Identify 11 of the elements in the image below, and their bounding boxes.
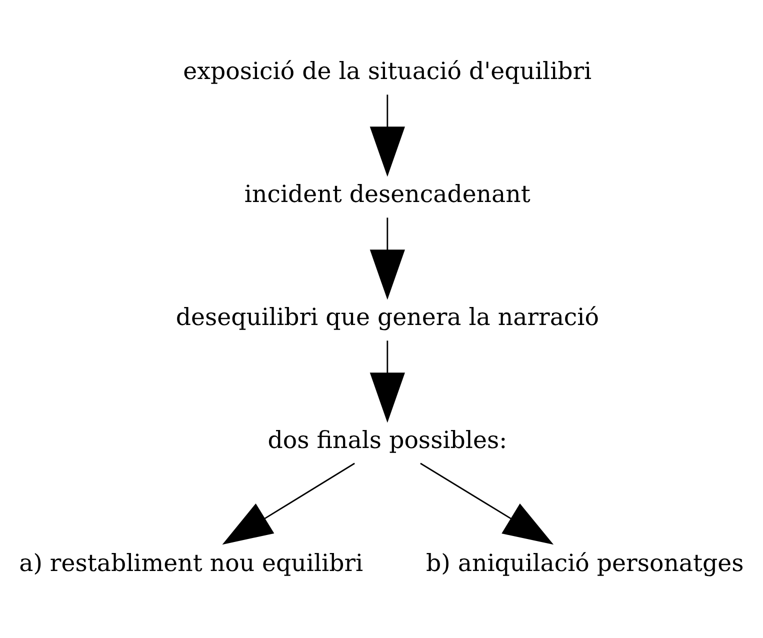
node-text: incident desencadenant <box>244 180 530 208</box>
arrow <box>222 462 355 545</box>
arrow <box>370 340 405 423</box>
node-text: b) aniquilació personatges <box>426 548 744 577</box>
node-text: dos finals possibles: <box>268 426 508 454</box>
arrow <box>370 218 405 300</box>
node-text: exposició de la situació d'equilibri <box>183 56 592 85</box>
node-text: desequilibri que genera la narració <box>176 302 599 331</box>
arrow <box>420 462 554 545</box>
node-text: a) restabliment nou equilibri <box>19 548 364 577</box>
arrow <box>370 94 405 177</box>
